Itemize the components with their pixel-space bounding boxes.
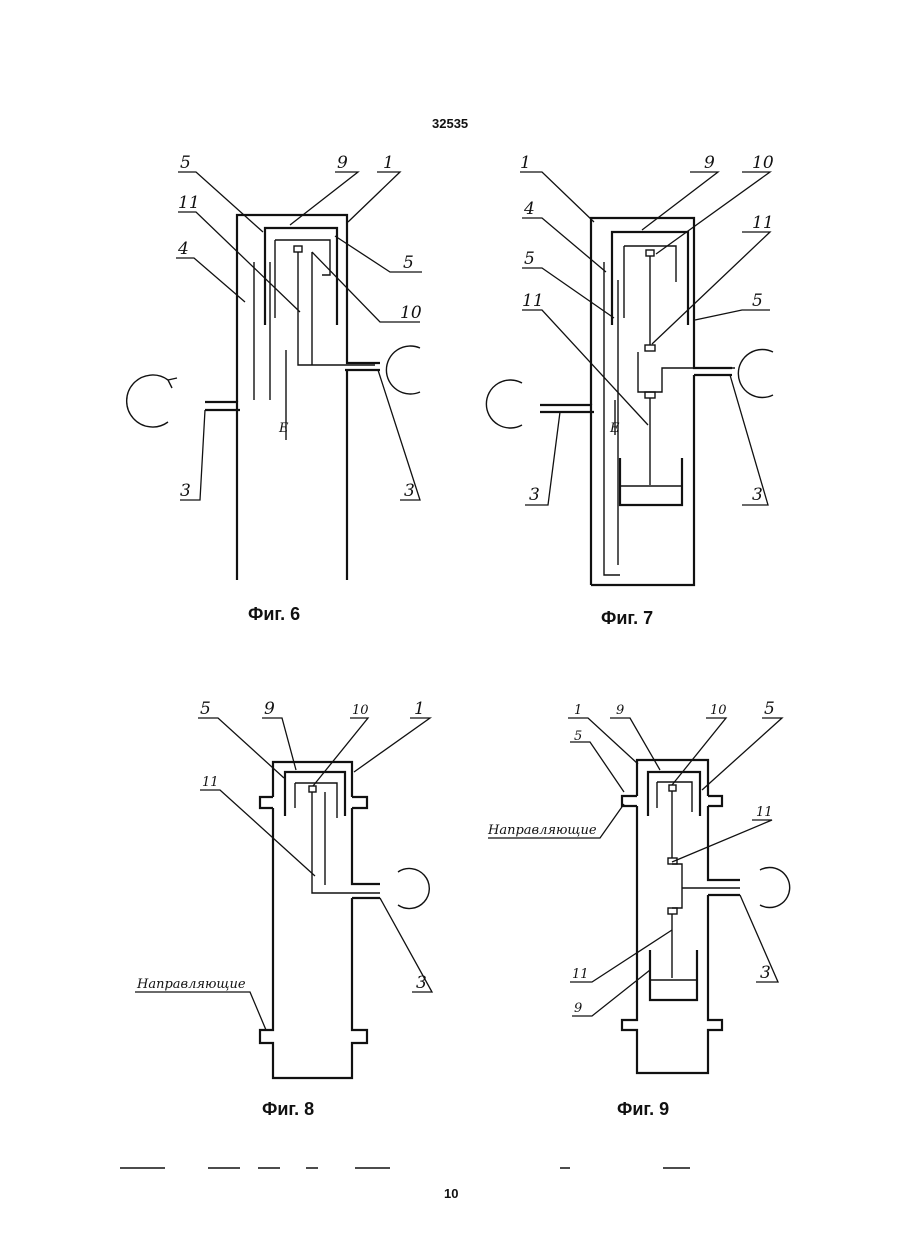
fig6-label-5b: 5 bbox=[403, 253, 414, 273]
fig7-label-e: E bbox=[609, 421, 620, 436]
fig6-label-3a: 3 bbox=[180, 481, 191, 501]
fig8-caption: Фиг. 8 bbox=[262, 1099, 314, 1119]
fig6-label-e: E bbox=[278, 421, 289, 436]
fig6-label-9: 9 bbox=[337, 153, 348, 173]
page-number: 10 bbox=[444, 1186, 458, 1201]
fig6-label-4: 4 bbox=[177, 239, 189, 259]
fig7-label-3a: 3 bbox=[529, 485, 540, 505]
fig9-label-guides: Направляющие bbox=[487, 823, 597, 838]
fig8-label-guides: Направляющие bbox=[136, 977, 246, 992]
fig6-label-10: 10 bbox=[400, 303, 422, 323]
fig8-label-11: 11 bbox=[202, 775, 219, 790]
fig7-caption: Фиг. 7 bbox=[601, 608, 653, 628]
fig8-label-5: 5 bbox=[200, 699, 211, 719]
fig8-label-1: 1 bbox=[414, 699, 425, 719]
fig7-label-5b: 5 bbox=[752, 291, 763, 311]
fig9-caption: Фиг. 9 bbox=[617, 1099, 669, 1119]
fig9-label-11a: 11 bbox=[756, 805, 773, 820]
fig7-label-10: 10 bbox=[752, 153, 774, 173]
figure-9: 1 9 10 5 5 Направляющие 11 11 3 9 Фиг. 9 bbox=[487, 699, 790, 1119]
fig7-label-3b: 3 bbox=[752, 485, 763, 505]
fig8-label-3: 3 bbox=[416, 973, 427, 993]
figure-6: 5 9 1 11 4 5 10 3 3 E Фиг. 6 bbox=[127, 153, 422, 624]
fig9-label-10: 10 bbox=[710, 703, 727, 718]
fig9-label-5a: 5 bbox=[574, 729, 582, 744]
figure-7: 1 9 10 4 11 5 11 5 3 3 E Фиг. 7 bbox=[486, 153, 773, 628]
fig9-label-1: 1 bbox=[574, 703, 582, 718]
fig9-label-5b: 5 bbox=[764, 699, 775, 719]
figure-8: 5 9 10 1 11 Направляющие 3 Фиг. 8 bbox=[135, 699, 432, 1119]
fig7-label-1: 1 bbox=[520, 153, 531, 173]
fig6-label-11: 11 bbox=[178, 193, 200, 213]
fig7-label-5a: 5 bbox=[524, 249, 535, 269]
fig9-label-11b: 11 bbox=[572, 967, 589, 982]
fig6-label-1: 1 bbox=[383, 153, 394, 173]
fig7-label-11b: 11 bbox=[522, 291, 544, 311]
fig7-label-4: 4 bbox=[523, 199, 535, 219]
fig9-label-9b: 9 bbox=[574, 1001, 582, 1016]
fig6-label-3b: 3 bbox=[404, 481, 415, 501]
fig8-label-10: 10 bbox=[352, 703, 369, 718]
fig7-label-11a: 11 bbox=[752, 213, 774, 233]
fig8-label-9: 9 bbox=[264, 699, 275, 719]
document-number: 32535 bbox=[432, 116, 468, 131]
fig6-caption: Фиг. 6 bbox=[248, 604, 300, 624]
fig6-label-5: 5 bbox=[180, 153, 191, 173]
fig7-label-9: 9 bbox=[704, 153, 715, 173]
fig9-label-9a: 9 bbox=[616, 703, 624, 718]
fig9-label-3: 3 bbox=[760, 963, 771, 983]
